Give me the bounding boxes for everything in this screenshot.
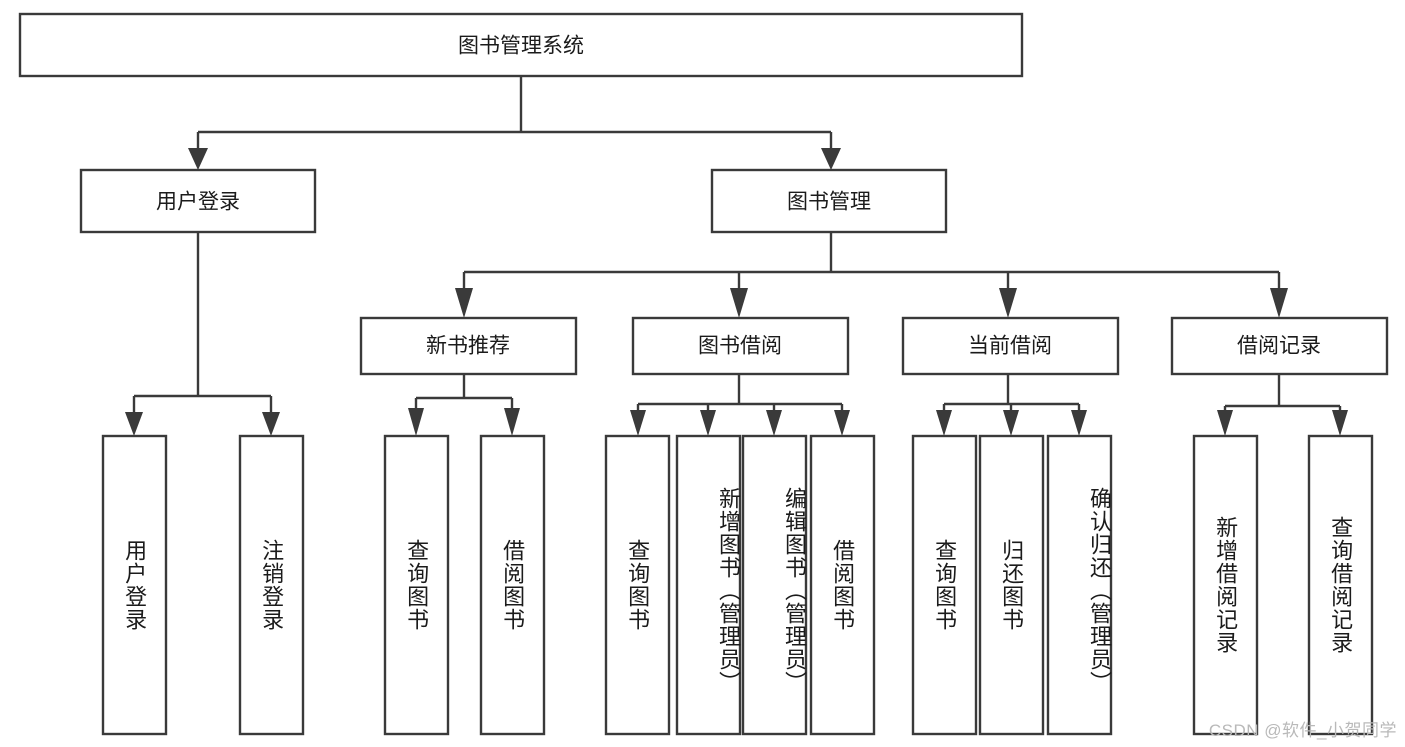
arrow-head-book-manage — [821, 148, 841, 170]
node-leaf-rec-query-record-box[interactable] — [1307, 434, 1374, 736]
arrow-head-user-login — [188, 148, 208, 170]
arrow-head-current-borrow — [999, 288, 1017, 318]
node-book-manage-box[interactable] — [710, 168, 948, 234]
node-leaf-br-borrow-book-box[interactable] — [809, 434, 876, 736]
node-borrow-record-label: 借阅记录 — [1237, 335, 1321, 358]
node-leaf-rec-add-record-box[interactable] — [1192, 434, 1259, 736]
node-leaf-cur-query-book-box[interactable] — [911, 434, 978, 736]
arrow-head-leaf-rec-query-book — [408, 408, 424, 436]
node-root-title-box[interactable] — [18, 12, 1024, 78]
node-leaf-br-add-book-box[interactable] — [675, 434, 742, 736]
arrow-head-leaf-cur-return-book — [1003, 410, 1019, 436]
arrow-head-borrow-record — [1270, 288, 1288, 318]
node-leaf-logout-box[interactable] — [238, 434, 305, 736]
arrow-head-leaf-rec-borrow-book — [504, 408, 520, 436]
arrow-head-leaf-br-edit-book — [766, 410, 782, 436]
arrow-head-new-book-rec — [455, 288, 473, 318]
node-user-login-label: 用户登录 — [156, 191, 240, 214]
node-leaf-rec-borrow-book-box[interactable] — [479, 434, 546, 736]
connector-layer — [125, 76, 1348, 436]
node-current-borrow-box[interactable] — [901, 316, 1120, 376]
node-leaf-user-login-box[interactable] — [101, 434, 168, 736]
arrow-head-leaf-br-add-book — [700, 410, 716, 436]
node-leaf-rec-query-book-box[interactable] — [383, 434, 450, 736]
node-book-borrow-label: 图书借阅 — [698, 335, 782, 358]
node-current-borrow-label: 当前借阅 — [968, 335, 1052, 358]
arrow-head-leaf-cur-confirm-return — [1071, 410, 1087, 436]
arrow-head-book-borrow — [730, 288, 748, 318]
arrow-head-leaf-cur-query-book — [936, 410, 952, 436]
node-book-borrow-box[interactable] — [631, 316, 850, 376]
arrow-head-leaf-user-login — [125, 412, 143, 436]
watermark-text: CSDN @软件_小贺同学 — [1208, 721, 1397, 740]
node-borrow-record-box[interactable] — [1170, 316, 1389, 376]
arrow-head-leaf-rec-add-record — [1217, 410, 1233, 436]
node-root-title-label: 图书管理系统 — [458, 35, 584, 58]
node-book-manage-label: 图书管理 — [787, 191, 871, 214]
node-leaf-br-query-book-box[interactable] — [604, 434, 671, 736]
arrow-head-leaf-br-query-book — [630, 410, 646, 436]
node-leaf-cur-return-book-box[interactable] — [978, 434, 1045, 736]
node-new-book-rec-box[interactable] — [359, 316, 578, 376]
node-leaf-br-edit-book-box[interactable] — [741, 434, 808, 736]
node-leaf-cur-confirm-return-box[interactable] — [1046, 434, 1113, 736]
node-layer: 图书管理系统 用户登录 图书管理 新书推荐 图书借阅 当前借阅 借阅记录 — [18, 12, 1389, 736]
arrow-head-leaf-logout — [262, 412, 280, 436]
arrow-head-leaf-rec-query-record — [1332, 410, 1348, 436]
node-user-login-box[interactable] — [79, 168, 317, 234]
arrow-head-leaf-br-borrow-book — [834, 410, 850, 436]
node-new-book-rec-label: 新书推荐 — [426, 335, 510, 358]
